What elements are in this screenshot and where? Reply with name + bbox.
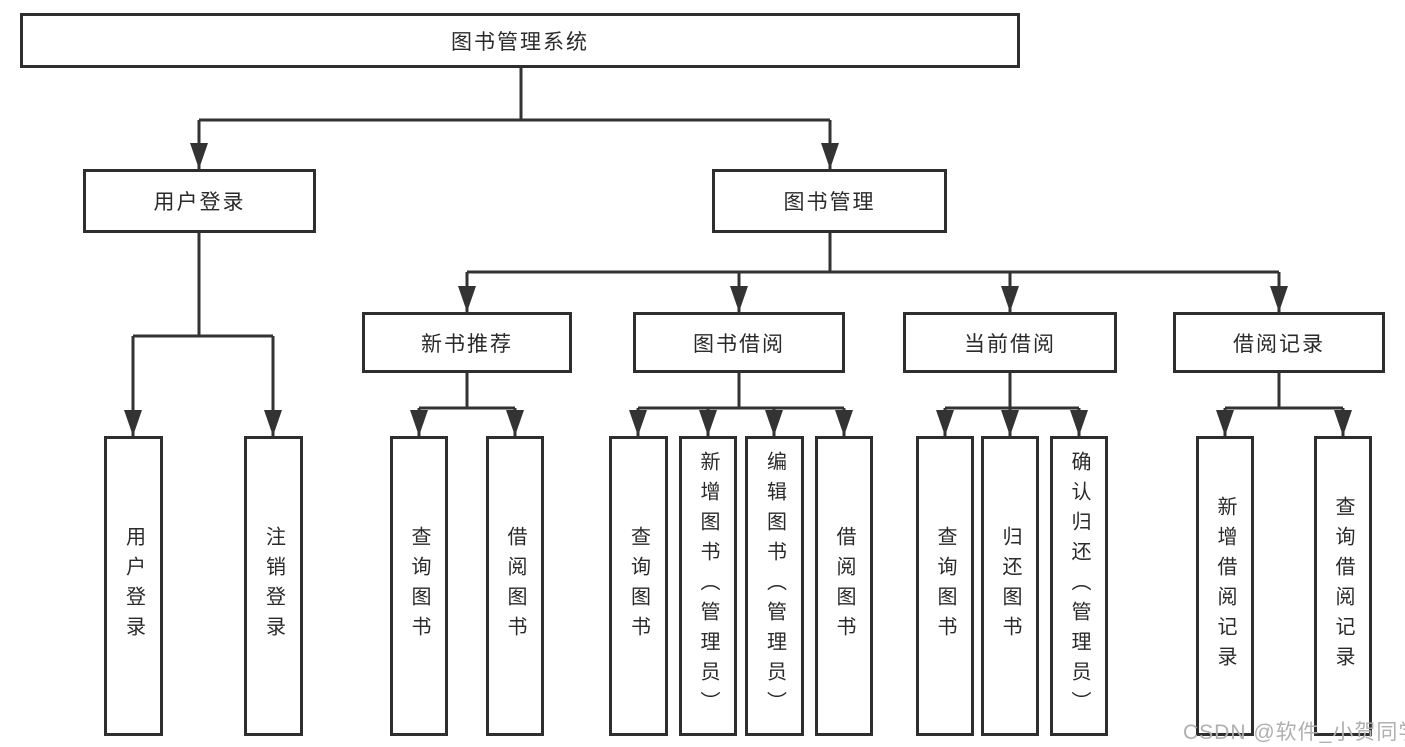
leaf-logout: 注销登录 bbox=[244, 436, 303, 736]
leaf-cb-query-books-label: 查询图书 bbox=[934, 526, 956, 646]
leaf-bb-borrow-books: 借阅图书 bbox=[815, 436, 873, 736]
leaf-bb-add-books-admin-label: 新增图书（管理员） bbox=[697, 451, 719, 721]
trunk-root-to-level2 bbox=[199, 68, 830, 122]
node-root-system-label: 图书管理系统 bbox=[451, 30, 589, 54]
trunk-book-borrow-to-leaves bbox=[638, 373, 844, 410]
leaf-rc-add-record: 新增借阅记录 bbox=[1196, 436, 1254, 736]
node-root-system: 图书管理系统 bbox=[20, 13, 1020, 68]
leaf-user-login-label: 用户登录 bbox=[122, 526, 145, 646]
leaf-cb-return-books: 归还图书 bbox=[981, 436, 1039, 736]
leaf-cb-confirm-return-admin-label: 确认归还（管理员） bbox=[1068, 451, 1090, 721]
leaf-cb-confirm-return-admin: 确认归还（管理员） bbox=[1050, 436, 1108, 736]
leaf-bb-borrow-books-label: 借阅图书 bbox=[833, 526, 855, 646]
node-new-books: 新书推荐 bbox=[362, 312, 572, 373]
leaf-bb-edit-books-admin: 编辑图书（管理员） bbox=[745, 436, 804, 736]
leaf-cb-return-books-label: 归还图书 bbox=[999, 526, 1021, 646]
watermark: CSDN @软件_小贺同学 bbox=[1183, 721, 1405, 744]
node-borrow-records: 借阅记录 bbox=[1173, 312, 1385, 373]
leaf-bb-query-books: 查询图书 bbox=[609, 436, 668, 736]
node-borrow-records-label: 借阅记录 bbox=[1233, 332, 1325, 356]
node-current-borrow-label: 当前借阅 bbox=[964, 332, 1056, 356]
leaf-bb-edit-books-admin-label: 编辑图书（管理员） bbox=[763, 451, 786, 721]
node-user-login: 用户登录 bbox=[83, 169, 316, 233]
leaf-nb-borrow-books: 借阅图书 bbox=[486, 436, 544, 736]
leaf-bb-query-books-label: 查询图书 bbox=[627, 526, 650, 646]
trunk-book-management-to-level3 bbox=[467, 233, 1279, 274]
node-user-login-label: 用户登录 bbox=[153, 191, 246, 214]
connector-group bbox=[124, 68, 1352, 436]
leaf-cb-query-books: 查询图书 bbox=[916, 436, 974, 736]
leaf-nb-query-books: 查询图书 bbox=[390, 436, 448, 736]
trunk-new-books-to-leaves bbox=[419, 373, 515, 410]
leaf-logout-label: 注销登录 bbox=[262, 526, 285, 646]
node-book-borrow: 图书借阅 bbox=[633, 312, 845, 373]
trunk-borrow-records-to-leaves bbox=[1225, 373, 1343, 410]
node-current-borrow: 当前借阅 bbox=[903, 312, 1117, 373]
leaf-nb-query-books-label: 查询图书 bbox=[408, 526, 430, 646]
node-new-books-label: 新书推荐 bbox=[421, 332, 513, 356]
node-book-borrow-label: 图书借阅 bbox=[693, 332, 785, 356]
leaf-rc-query-record-label: 查询借阅记录 bbox=[1332, 496, 1354, 676]
leaf-nb-borrow-books-label: 借阅图书 bbox=[504, 526, 526, 646]
node-book-management: 图书管理 bbox=[712, 169, 947, 233]
leaf-rc-add-record-label: 新增借阅记录 bbox=[1214, 496, 1236, 676]
trunk-user-login-to-leaves bbox=[133, 233, 273, 338]
node-book-management-label: 图书管理 bbox=[783, 191, 876, 214]
leaf-bb-add-books-admin: 新增图书（管理员） bbox=[679, 436, 737, 736]
trunk-current-borrow-to-leaves bbox=[945, 373, 1079, 410]
leaf-rc-query-record: 查询借阅记录 bbox=[1314, 436, 1372, 736]
leaf-user-login: 用户登录 bbox=[104, 436, 163, 736]
